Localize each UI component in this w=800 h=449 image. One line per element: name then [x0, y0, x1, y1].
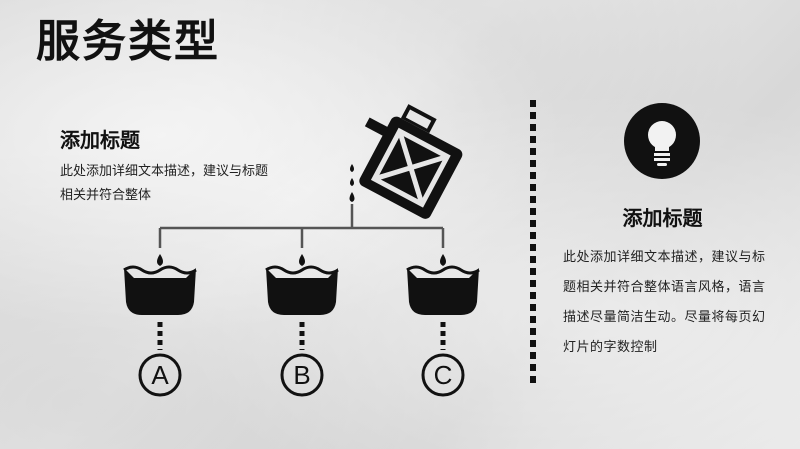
bucket-drops [157, 254, 446, 266]
drip-drops [349, 164, 355, 202]
left-description: 此处添加详细文本描述，建议与标题相关并符合整体 [60, 164, 269, 203]
branch-label-a-text: A [151, 360, 169, 390]
branch-label-b: B [280, 353, 324, 397]
lightbulb-badge [624, 103, 700, 179]
dotted-divider [530, 100, 536, 385]
branch-label-a: A [138, 353, 182, 397]
bucket-icon-a [123, 265, 197, 350]
right-description: 此处添加详细文本描述，建议与标题相关并符合整体语言风格，语言描述尽量简洁生动。尽… [563, 250, 766, 355]
right-heading: 添加标题 [622, 206, 703, 230]
branch-label-c-text: C [434, 360, 453, 390]
pipe-network [158, 204, 445, 248]
branch-label-c: C [421, 353, 465, 397]
bucket-icon-b [265, 265, 339, 350]
left-heading: 添加标题 [60, 128, 140, 152]
bucket-icon-c [406, 265, 480, 350]
lightbulb-icon [648, 121, 676, 166]
branch-label-b-text: B [293, 360, 310, 390]
fuel-can-icon [359, 104, 463, 219]
page-title: 服务类型 [36, 16, 220, 67]
